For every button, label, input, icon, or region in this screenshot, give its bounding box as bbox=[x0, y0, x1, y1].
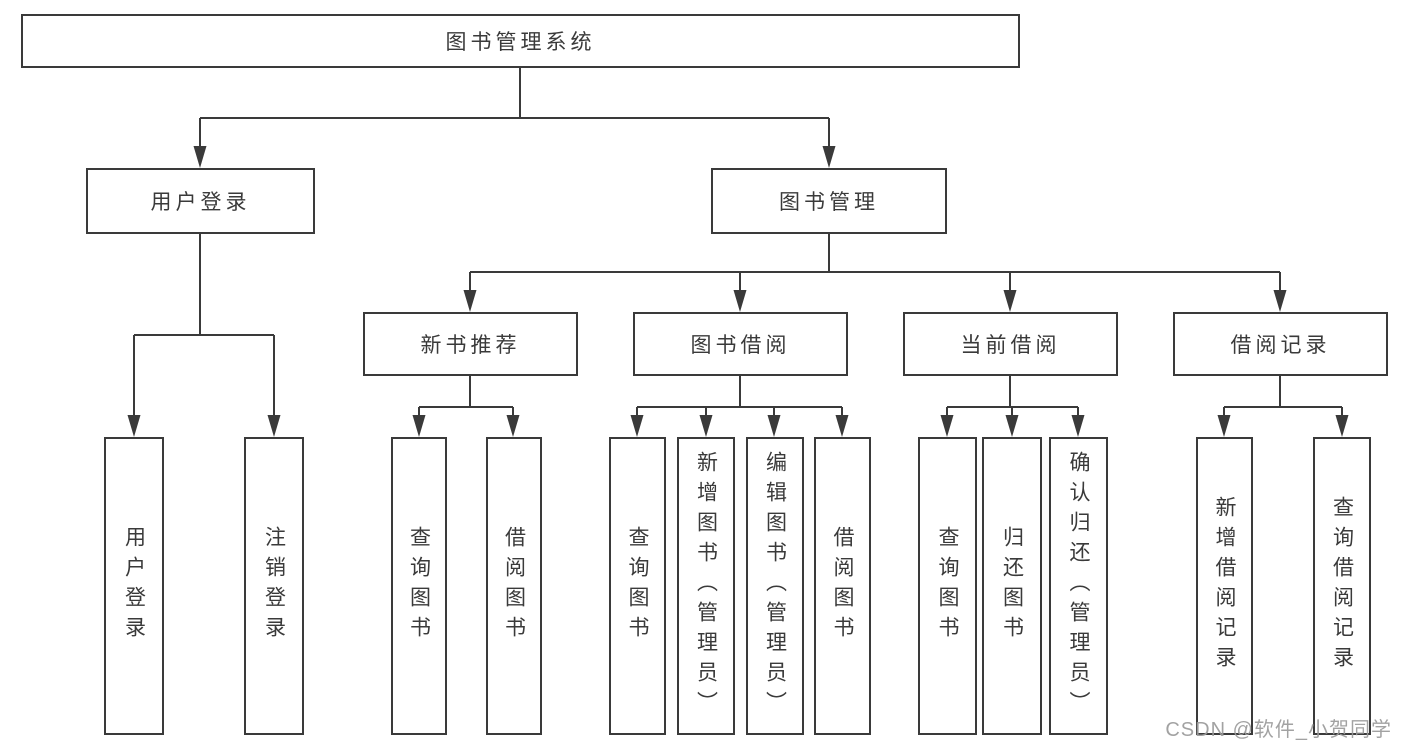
leaf-label: 归还图书 bbox=[1000, 526, 1024, 646]
leaf-label: 查询借阅记录 bbox=[1330, 496, 1354, 676]
leaf-label: 新增借阅记录 bbox=[1213, 496, 1236, 676]
csdn-watermark: CSDN @软件_小贺同学 bbox=[1165, 719, 1392, 741]
leaf-label: 查询图书 bbox=[626, 526, 649, 646]
leaf-label: 确认归还（管理员） bbox=[1067, 451, 1090, 721]
leaf-label: 新增图书（管理员） bbox=[694, 451, 718, 721]
node-root: 图书管理系统 bbox=[21, 14, 1020, 68]
leaf-add-borrow-record: 新增借阅记录 bbox=[1196, 437, 1253, 735]
node-borrow-records: 借阅记录 bbox=[1173, 312, 1388, 376]
leaf-query-books-recommend: 查询图书 bbox=[391, 437, 447, 735]
leaf-user-login: 用户登录 bbox=[104, 437, 164, 735]
leaf-label: 借阅图书 bbox=[831, 526, 854, 646]
node-new-book-recommend: 新书推荐 bbox=[363, 312, 578, 376]
node-user-login: 用户登录 bbox=[86, 168, 315, 234]
leaf-query-borrow-record: 查询借阅记录 bbox=[1313, 437, 1371, 735]
leaf-label: 注销登录 bbox=[262, 526, 286, 646]
node-current-borrow: 当前借阅 bbox=[903, 312, 1118, 376]
leaf-query-books-borrow: 查询图书 bbox=[609, 437, 666, 735]
leaf-label: 查询图书 bbox=[407, 526, 431, 646]
leaf-borrow-book-recommend: 借阅图书 bbox=[486, 437, 542, 735]
leaf-edit-book-admin: 编辑图书（管理员） bbox=[746, 437, 804, 735]
node-book-management: 图书管理 bbox=[711, 168, 947, 234]
leaf-logout: 注销登录 bbox=[244, 437, 304, 735]
leaf-add-book-admin: 新增图书（管理员） bbox=[677, 437, 735, 735]
leaf-borrow-book: 借阅图书 bbox=[814, 437, 871, 735]
leaf-label: 查询图书 bbox=[936, 526, 959, 646]
leaf-query-books-current: 查询图书 bbox=[918, 437, 977, 735]
leaf-label: 编辑图书（管理员） bbox=[763, 451, 787, 721]
leaf-label: 用户登录 bbox=[122, 526, 146, 646]
leaf-label: 借阅图书 bbox=[502, 526, 526, 646]
leaf-confirm-return-admin: 确认归还（管理员） bbox=[1049, 437, 1108, 735]
node-book-borrow: 图书借阅 bbox=[633, 312, 848, 376]
leaf-return-book: 归还图书 bbox=[982, 437, 1042, 735]
